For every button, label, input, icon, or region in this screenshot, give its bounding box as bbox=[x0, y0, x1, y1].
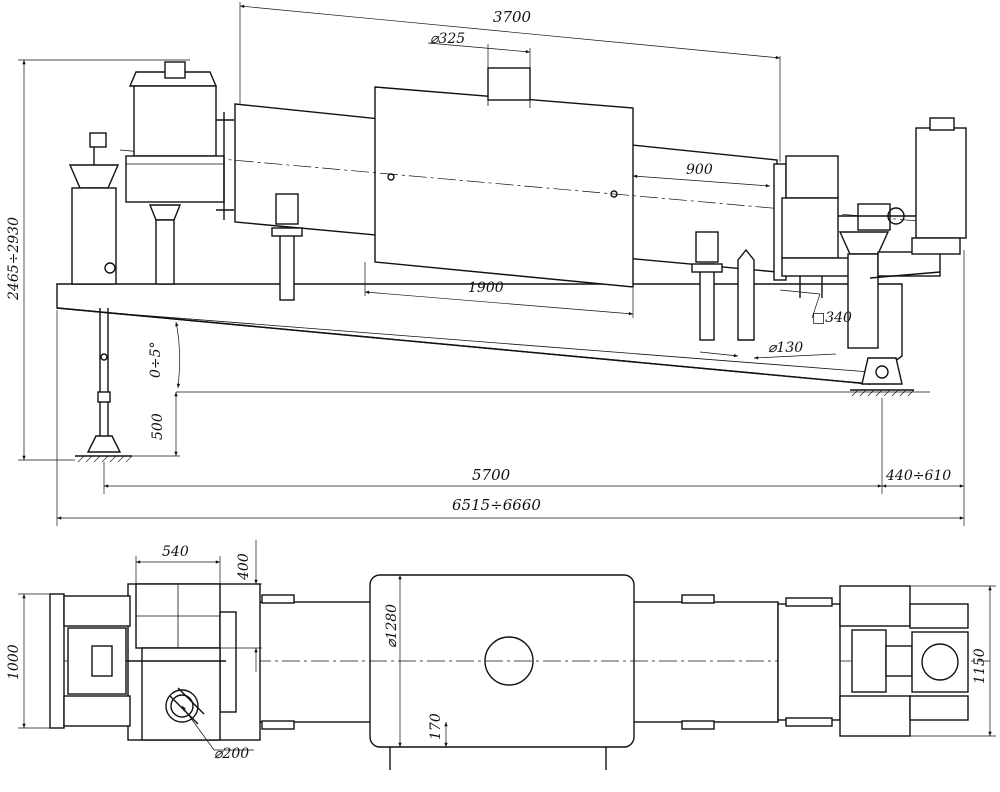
drum-body bbox=[234, 67, 778, 288]
drum-axis bbox=[119, 149, 941, 224]
dim-label-5700: 5700 bbox=[472, 466, 511, 484]
dim-label-1150: 1150 bbox=[972, 648, 988, 684]
dim-label-400: 400 bbox=[236, 553, 252, 581]
left-frame-plan bbox=[49, 593, 226, 729]
dim-label-3700: 3700 bbox=[493, 8, 532, 26]
dim-440-610: 440÷610 bbox=[882, 250, 965, 526]
dim-540: 540 bbox=[135, 544, 221, 584]
dim-overall-height: 2465÷2930 bbox=[6, 59, 190, 461]
right-support bbox=[838, 231, 941, 349]
dim-130: ⌀130 bbox=[699, 340, 837, 360]
dim-label-500: 500 bbox=[150, 413, 166, 440]
hopper-plan bbox=[127, 583, 261, 741]
dim-label-200: ⌀200 bbox=[214, 746, 249, 762]
dim-tilt: 0÷5° bbox=[148, 321, 930, 393]
dim-3700: 3700 bbox=[239, 2, 781, 162]
dim-label-340: □340 bbox=[812, 310, 852, 326]
left-support bbox=[68, 132, 182, 285]
dim-170: 170 bbox=[428, 713, 448, 747]
dim-label-130: ⌀130 bbox=[768, 340, 803, 356]
feed-hopper bbox=[125, 61, 234, 220]
drum-support-right bbox=[691, 231, 723, 341]
discharge-pipe bbox=[737, 248, 755, 341]
dim-label-overall-length: 6515÷6660 bbox=[452, 496, 541, 514]
dim-200: ⌀200 bbox=[181, 705, 254, 762]
drum-support-left bbox=[271, 193, 303, 301]
dim-label-1000: 1000 bbox=[6, 644, 22, 680]
dim-overall-length: 6515÷6660 bbox=[56, 310, 964, 526]
dim-label-170: 170 bbox=[428, 713, 444, 740]
dim-340: □340 bbox=[779, 289, 852, 326]
discharge-housing bbox=[773, 155, 853, 298]
dim-1900: 1900 bbox=[364, 262, 634, 318]
dim-label-540: 540 bbox=[162, 544, 189, 560]
dim-label-1280: ⌀1280 bbox=[384, 604, 400, 648]
dim-label-325: ⌀325 bbox=[430, 31, 465, 47]
dim-label-1900: 1900 bbox=[468, 280, 504, 296]
dim-1000: 1000 bbox=[6, 593, 64, 729]
dim-label-overall-height: 2465÷2930 bbox=[6, 217, 22, 301]
dim-325: ⌀325 bbox=[427, 31, 531, 68]
drive-motor bbox=[838, 117, 967, 255]
dim-5700: 5700 bbox=[103, 398, 883, 494]
dim-label-440-610: 440÷610 bbox=[885, 468, 951, 484]
dim-1150: 1150 bbox=[910, 585, 996, 737]
side-view: 3700 ⌀325 900 1900 □340 ⌀130 bbox=[6, 2, 967, 526]
drum-plan bbox=[225, 574, 779, 770]
right-pivot bbox=[850, 357, 915, 397]
dim-900: 900 bbox=[632, 162, 771, 188]
left-jack bbox=[75, 308, 133, 463]
base-frame bbox=[56, 283, 903, 385]
dim-500: 500 bbox=[132, 392, 180, 457]
right-assembly-plan bbox=[777, 585, 969, 737]
dim-label-tilt: 0÷5° bbox=[148, 341, 164, 378]
top-view: 540 400 ⌀1280 170 ⌀200 1000 bbox=[6, 540, 996, 770]
dim-label-900: 900 bbox=[686, 162, 713, 178]
dim-400: 400 bbox=[220, 540, 262, 672]
dim-1280: ⌀1280 bbox=[384, 575, 402, 747]
